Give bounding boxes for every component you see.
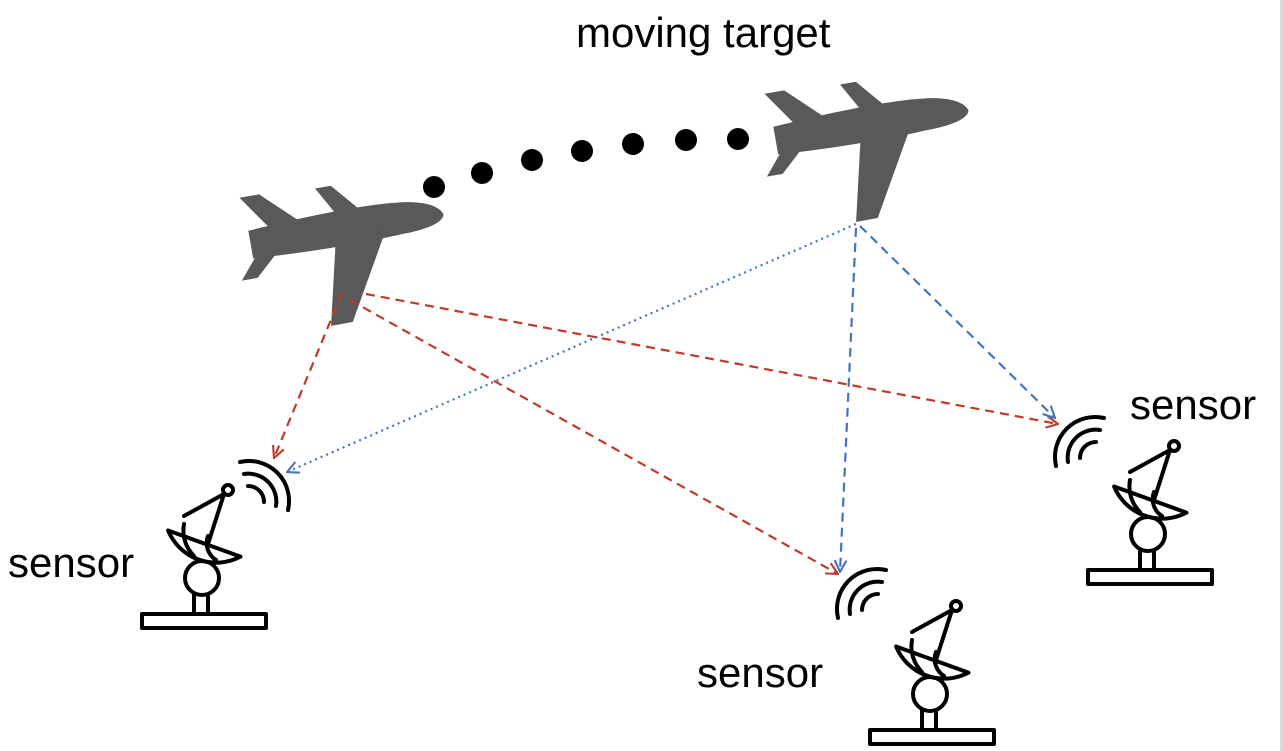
radar-dish-icon <box>1086 439 1214 586</box>
path-red-to-bottom <box>349 299 838 574</box>
signal-waves-icon <box>1052 414 1106 468</box>
trajectory-dot <box>571 140 593 162</box>
radar-dish-icon <box>868 599 996 746</box>
trajectory-dot <box>622 133 644 155</box>
trajectory-dots <box>423 128 749 198</box>
trajectory-dot <box>471 162 493 184</box>
path-blue-to-bottom <box>840 227 858 572</box>
blue-paths <box>287 222 1055 572</box>
path-blue-to-left <box>287 222 857 472</box>
sensor-label-left: sensor <box>8 539 135 586</box>
trajectory-dot <box>423 176 445 198</box>
signal-waves-icon <box>834 566 888 620</box>
trajectory-dot <box>727 128 749 150</box>
signal-waves-icon <box>238 458 292 512</box>
path-red-to-right <box>365 292 1058 424</box>
red-paths <box>274 292 1058 574</box>
trajectory-dot <box>521 149 543 171</box>
right-edge-divider <box>1280 0 1283 751</box>
radar-dish-icon <box>140 483 268 630</box>
sensor-label-right: sensor <box>1130 381 1257 428</box>
path-blue-to-right <box>859 225 1055 418</box>
sensor-label-bottom: sensor <box>697 649 824 696</box>
trajectory-dot <box>675 129 697 151</box>
target-label: moving target <box>576 9 831 56</box>
airplane-icon <box>752 59 985 236</box>
